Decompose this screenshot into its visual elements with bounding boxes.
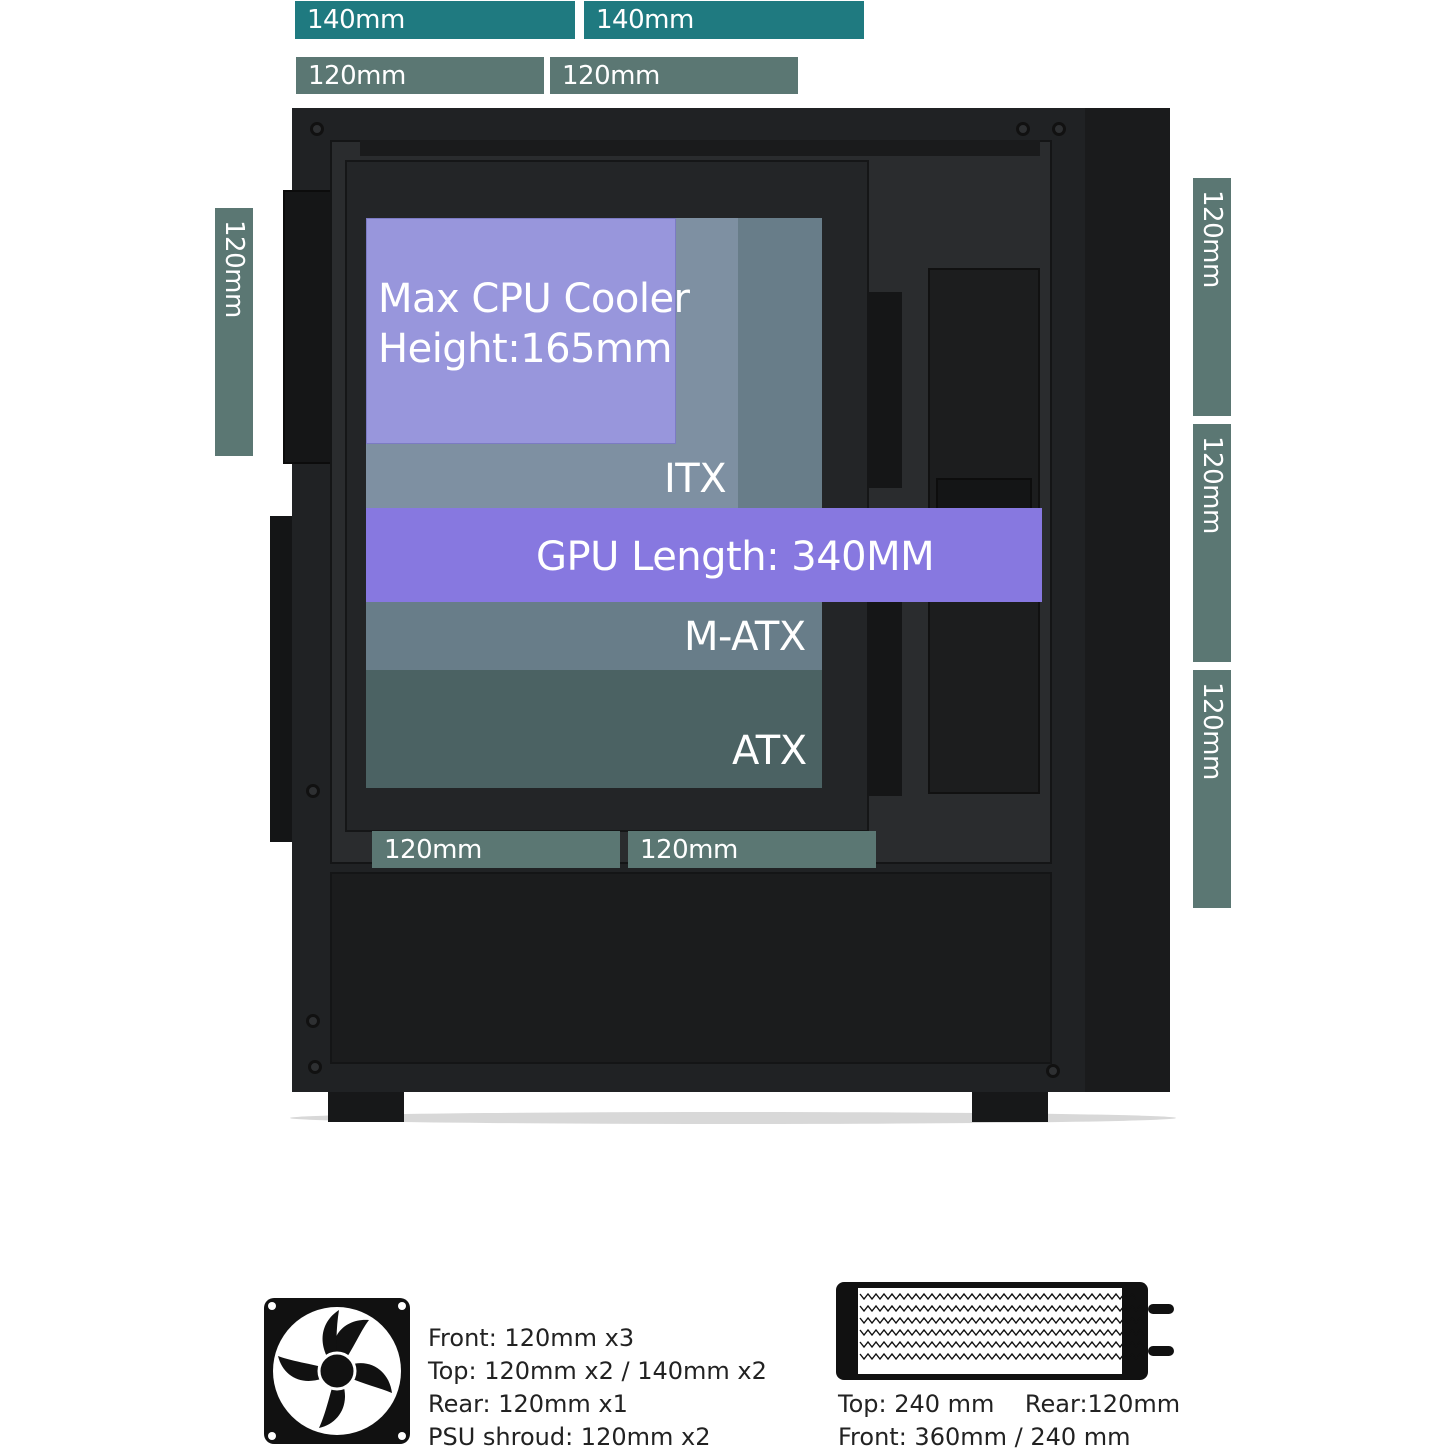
case-foot-right xyxy=(972,1092,1048,1122)
fan-spec-top: Top: 120mm x2 / 140mm x2 xyxy=(428,1357,767,1385)
itx-text: ITX xyxy=(664,456,727,502)
top-fan-label-120-right: 120mm xyxy=(550,57,798,94)
case-shadow xyxy=(290,1112,1176,1124)
cable-grommet-lower xyxy=(868,600,902,796)
fan-spec-front: Front: 120mm x3 xyxy=(428,1324,635,1352)
screw xyxy=(1046,1064,1060,1078)
front-fan-label-2: 120mm xyxy=(1193,424,1231,662)
screw xyxy=(310,122,324,136)
screw xyxy=(1052,122,1066,136)
front-fan-label-3-text: 120mm xyxy=(1197,682,1227,780)
rear-fan-label-text: 120mm xyxy=(219,220,249,318)
fan-spec-psu-shroud: PSU shroud: 120mm x2 xyxy=(428,1423,711,1451)
radiator-icon xyxy=(836,1282,1174,1380)
top-fan-label-140-right: 140mm xyxy=(584,1,864,39)
top-fan-label-120-left: 120mm xyxy=(296,57,544,94)
gpu-length-text: GPU Length: 340MM xyxy=(536,534,935,580)
top-fan-label-140-left: 140mm xyxy=(295,1,575,39)
psu-shroud xyxy=(330,872,1052,1064)
psu-shroud-label-right: 120mm xyxy=(628,831,876,868)
screw xyxy=(306,784,320,798)
cpu-cooler-zone xyxy=(366,218,676,444)
fan-spec-rear: Rear: 120mm x1 xyxy=(428,1390,628,1418)
pci-bracket-area xyxy=(270,516,292,842)
front-fan-label-3: 120mm xyxy=(1193,670,1231,908)
front-fan-label-2-text: 120mm xyxy=(1197,436,1227,534)
front-fan-label-1: 120mm xyxy=(1193,178,1231,416)
screw xyxy=(308,1060,322,1074)
screw xyxy=(306,1014,320,1028)
psu-shroud-label-left: 120mm xyxy=(372,831,620,868)
cpu-cooler-text-line2: Height:165mm xyxy=(378,326,672,372)
rear-fan-mount xyxy=(283,190,337,464)
gpu-zone xyxy=(366,508,1042,602)
matx-text: M-ATX xyxy=(684,614,806,660)
top-rail xyxy=(360,140,1040,156)
cpu-cooler-text-line1: Max CPU Cooler xyxy=(378,276,690,322)
radiator-spec-front: Front: 360mm / 240 mm xyxy=(838,1423,1131,1451)
fan-icon xyxy=(264,1298,410,1444)
radiator-spec-top-rear: Top: 240 mm Rear:120mm xyxy=(838,1390,1181,1418)
case-front-panel xyxy=(1085,108,1170,1092)
atx-text: ATX xyxy=(732,728,807,774)
rear-fan-label: 120mm xyxy=(215,208,253,456)
case-foot-left xyxy=(328,1092,404,1122)
screw xyxy=(1016,122,1030,136)
cable-grommet xyxy=(868,292,902,488)
front-fan-label-1-text: 120mm xyxy=(1197,190,1227,288)
